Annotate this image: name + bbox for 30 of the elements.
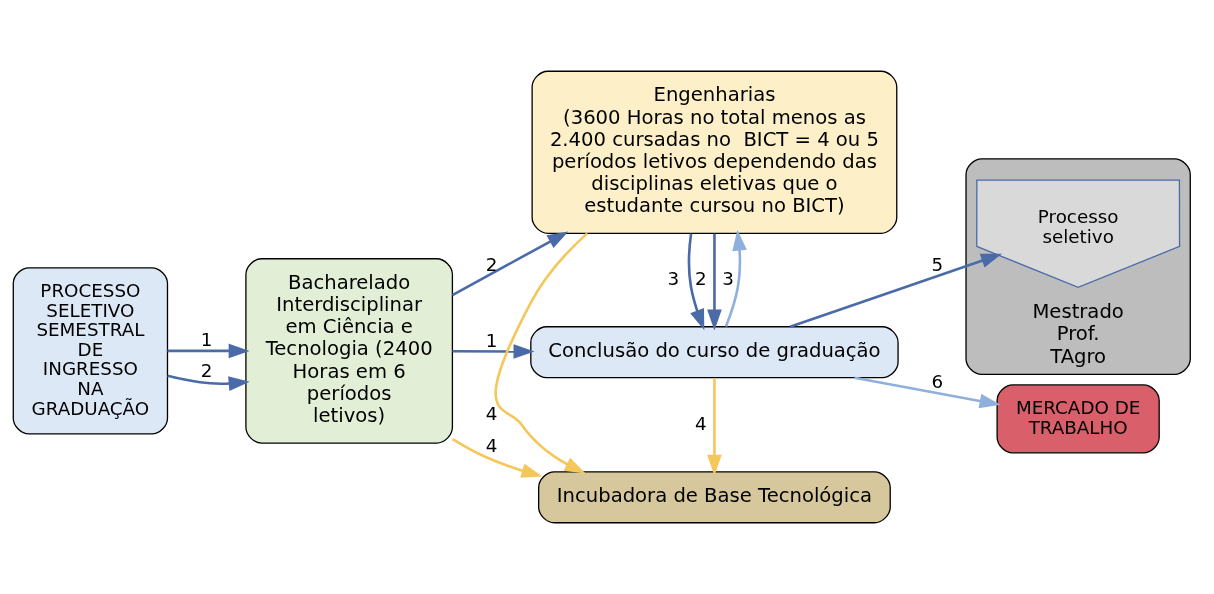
arrow bbox=[724, 229, 747, 328]
edge-label: 1 bbox=[485, 330, 498, 352]
arrow bbox=[707, 378, 722, 476]
edge-label: 6 bbox=[931, 370, 944, 392]
arrow bbox=[789, 253, 1002, 328]
arrow bbox=[707, 233, 722, 331]
arrow bbox=[854, 376, 1001, 409]
edge-label: 4 bbox=[485, 402, 498, 424]
node-box: PROCESSO SELETIVO SEMESTRAL DE INGRESSO NA GRADUAÇÃO bbox=[12, 267, 169, 435]
arrow bbox=[451, 231, 569, 297]
arrow bbox=[452, 438, 543, 478]
edge-label: 1 bbox=[200, 328, 213, 350]
arrow bbox=[452, 344, 535, 359]
edge-label: 2 bbox=[200, 360, 213, 382]
edge-label: 3 bbox=[722, 267, 734, 289]
edge-label: 4 bbox=[485, 434, 498, 456]
arrow bbox=[494, 232, 589, 474]
node-box: Conclusão do curso de graduação bbox=[530, 326, 899, 379]
node-box: MERCADO DE TRABALHO bbox=[996, 384, 1160, 454]
edge-label: 2 bbox=[694, 267, 707, 289]
node-box: Incubadora de Base Tecnológica bbox=[538, 471, 891, 524]
node-box: Bacharelado Interdisciplinar em Ciência e Tecnologia (2400 Horas em 6 períodos letivos) bbox=[245, 258, 454, 444]
edge-label: 4 bbox=[694, 412, 707, 434]
arrow bbox=[167, 343, 250, 359]
edge-label: 2 bbox=[485, 254, 498, 276]
edge-label: 5 bbox=[931, 254, 944, 276]
node-box: Engenharias (3600 Horas no total menos as 2.400 cursadas no BICT = 4 ou 5 períodos letivos dependendo das disciplinas eletivas que o estudante cursou no BICT) bbox=[531, 70, 898, 234]
arrow bbox=[687, 233, 705, 331]
edge-label: 3 bbox=[667, 267, 680, 289]
arrow bbox=[167, 374, 250, 391]
